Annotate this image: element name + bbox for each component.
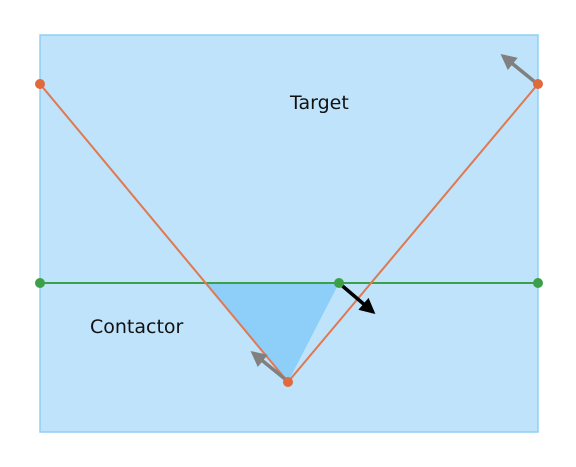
target-vertex-bottom xyxy=(283,377,293,387)
target-region xyxy=(39,34,539,284)
contactor-vertex-left xyxy=(35,278,45,288)
target-label: Target xyxy=(289,92,349,114)
target-vertex-top-left xyxy=(35,79,45,89)
contactor-label: Contactor xyxy=(90,316,184,338)
velocity-arrow-bottom xyxy=(250,351,287,381)
target-edge-left xyxy=(39,83,289,383)
target-edge-right xyxy=(287,83,539,383)
velocity-arrow-top-right xyxy=(500,54,537,84)
overlap-region xyxy=(206,283,339,382)
target-vertex-top-right xyxy=(533,79,543,89)
contact-normal-arrow xyxy=(337,281,376,315)
contactor-vertex-right xyxy=(533,278,543,288)
contactor-vertex-middle xyxy=(334,278,344,288)
